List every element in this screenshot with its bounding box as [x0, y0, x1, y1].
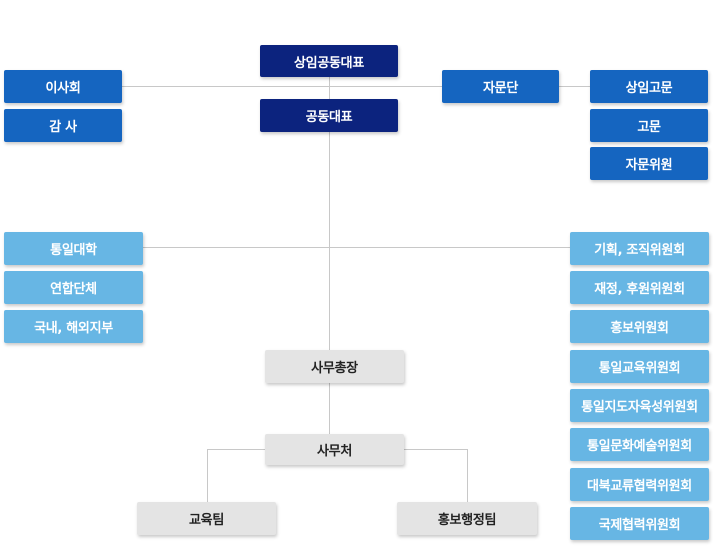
- pr-admin-team-box: 홍보행정팀: [397, 502, 537, 535]
- advisory-group-box: 자문단: [442, 70, 559, 103]
- committee-international-cooperation: 국제협력위원회: [570, 507, 709, 540]
- committee-public-relations: 홍보위원회: [570, 310, 709, 343]
- connector-top: [122, 86, 590, 87]
- advisor-box: 고문: [590, 109, 708, 142]
- co-representative-standing-box: 상임공동대표: [260, 45, 398, 77]
- education-team-box: 교육팀: [137, 502, 276, 535]
- committee-finance-sponsorship: 재정, 후원위원회: [570, 271, 709, 304]
- connector-secretary: [329, 383, 330, 434]
- committee-inter-korean-exchange: 대북교류협력위원회: [570, 468, 709, 501]
- connector-middle: [143, 247, 570, 248]
- committee-unification-education: 통일교육위원회: [570, 350, 709, 383]
- unification-college-box: 통일대학: [4, 232, 143, 265]
- audit-box: 감 사: [4, 109, 122, 142]
- connector-main-trunk: [329, 77, 330, 351]
- committee-planning-organization: 기획, 조직위원회: [570, 232, 709, 265]
- branches-box: 국내, 해외지부: [4, 310, 143, 343]
- co-representative-box: 공동대표: [260, 99, 398, 132]
- standing-advisor-box: 상임고문: [590, 70, 708, 103]
- secretary-general-box: 사무총장: [265, 350, 404, 383]
- connector-pr-admin: [467, 449, 468, 502]
- secretariat-box: 사무처: [265, 434, 404, 465]
- connector-education: [207, 449, 208, 502]
- committee-leader-development: 통일지도자육성위원회: [570, 389, 709, 422]
- committee-culture-arts: 통일문화예술위원회: [570, 428, 709, 461]
- affiliated-groups-box: 연합단체: [4, 271, 143, 304]
- advisory-member-box: 자문위원: [590, 147, 708, 180]
- board-box: 이사회: [4, 70, 122, 103]
